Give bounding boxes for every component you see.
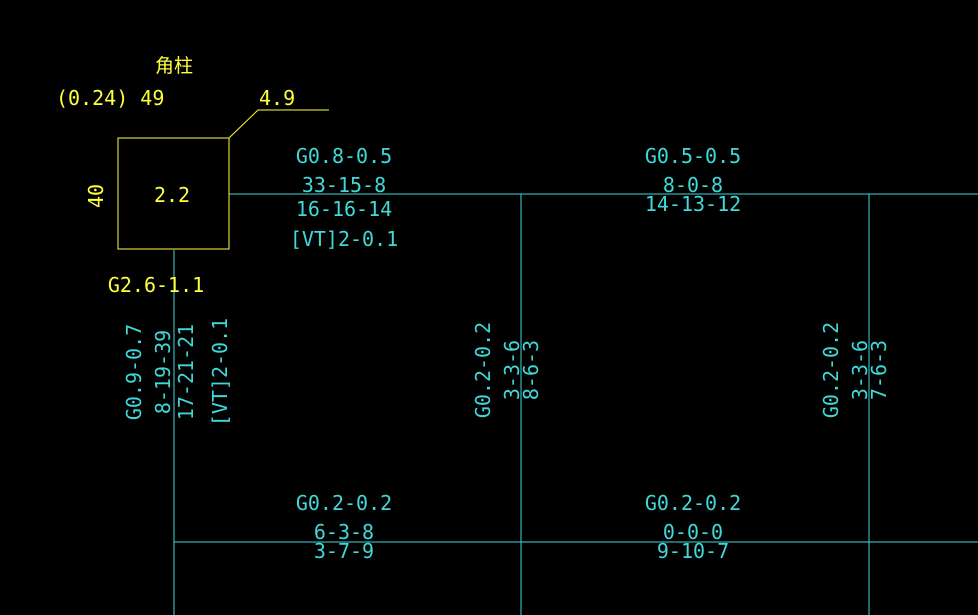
beam-label-line: 8-19-39 — [151, 330, 175, 414]
beam-vert-middle[interactable]: G0.2-0.2 3-3-6 8-6-3 — [471, 322, 543, 418]
beam-label-line: G0.2-0.2 — [471, 322, 495, 418]
beam-bottom-right[interactable]: G0.2-0.2 0-0-0 9-10-7 — [645, 491, 741, 563]
beam-label-line: [VT]2-0.1 — [208, 318, 232, 426]
beam-label-line: 0-0-0 — [663, 520, 723, 544]
beam-label-line: 7-6-3 — [867, 340, 891, 400]
beam-label-line: G0.9-0.7 — [122, 324, 146, 420]
beam-label-line: 9-10-7 — [657, 539, 729, 563]
beam-label-line: G0.5-0.5 — [645, 144, 741, 168]
beam-label-line: 8-6-3 — [519, 340, 543, 400]
beam-label-line: G0.2-0.2 — [296, 491, 392, 515]
column-leader-line — [228, 109, 329, 139]
beam-lines — [173, 193, 978, 615]
beam-label-line: 16-16-14 — [296, 197, 392, 221]
beam-label-line: 14-13-12 — [645, 192, 741, 216]
beam-label-line: G0.2-0.2 — [645, 491, 741, 515]
corner-column[interactable]: 角柱 (0.24) 49 4.9 2.2 40 G2.6-1.1 — [56, 55, 329, 297]
beam-bottom-left[interactable]: G0.2-0.2 6-3-8 3-7-9 — [296, 491, 392, 563]
beam-top-right[interactable]: G0.5-0.5 8-0-8 14-13-12 — [645, 144, 741, 216]
beam-vert-right[interactable]: G0.2-0.2 3-3-6 7-6-3 — [819, 322, 891, 418]
beam-label-line: 33-15-8 — [302, 173, 386, 197]
column-outline[interactable] — [117, 137, 230, 250]
beam-top-left[interactable]: G0.8-0.5 33-15-8 16-16-14 [VT]2-0.1 — [290, 144, 398, 251]
beam-label-line: G0.8-0.5 — [296, 144, 392, 168]
column-side-dim: 40 — [84, 184, 108, 208]
beam-label-line: 3-3-6 — [500, 340, 524, 400]
beam-label-line: [VT]2-0.1 — [290, 227, 398, 251]
column-title: 角柱 — [155, 55, 193, 77]
beam-label-line: G0.2-0.2 — [819, 322, 843, 418]
beam-label-line: 6-3-8 — [314, 520, 374, 544]
column-bottom-label: G2.6-1.1 — [108, 273, 204, 297]
column-center-value: 2.2 — [154, 183, 190, 207]
beam-label-line: 17-21-21 — [174, 324, 198, 420]
column-leader-label: 4.9 — [259, 86, 295, 110]
beam-label-line: 3-7-9 — [314, 539, 374, 563]
beam-label-line: 8-0-8 — [663, 173, 723, 197]
beam-vert-left[interactable]: G0.9-0.7 8-19-39 17-21-21 [VT]2-0.1 — [122, 318, 232, 426]
beam-label-line: 3-3-6 — [848, 340, 872, 400]
column-left-label: (0.24) 49 — [56, 86, 164, 110]
